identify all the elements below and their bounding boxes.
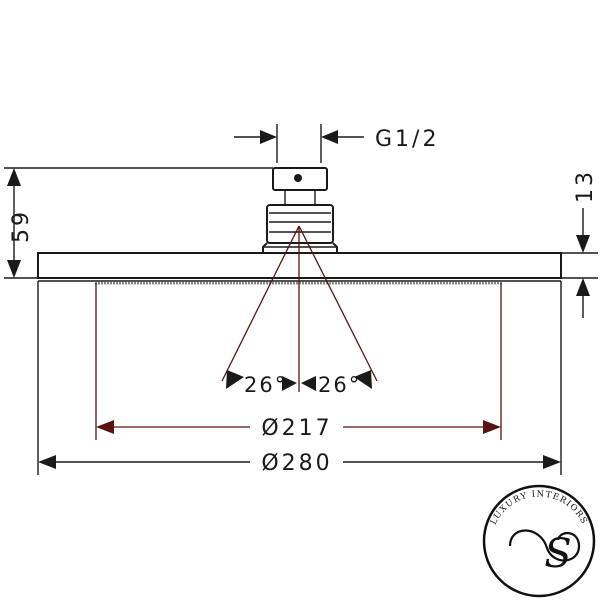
outer-diameter-label: Ø280 [261, 451, 332, 476]
outer-dia-arrow-left [38, 455, 56, 469]
height-plate-dimension: 13 [561, 169, 598, 318]
tilt-line-left [221, 225, 300, 382]
joint-flange [262, 242, 338, 253]
inner-dia-arrow-left [96, 420, 114, 434]
angle-arrow-left-inner [282, 376, 297, 391]
height-plate-label: 13 [573, 169, 598, 203]
thread-dimension: G1/2 [234, 124, 439, 163]
brand-logo: LUXURY INTERIORS S [482, 484, 596, 598]
plate-arrow-bottom [576, 278, 590, 296]
connector-nut [272, 167, 328, 191]
outer-dia-arrow-right [543, 455, 561, 469]
height-total-label: 59 [9, 209, 34, 243]
height-arrow-top [7, 168, 21, 186]
height-arrow-bottom [7, 260, 21, 278]
angle-left-label: 26° [244, 373, 287, 397]
tilt-line-right [298, 225, 378, 382]
angle-arrow-right-inner [301, 376, 316, 391]
inner-diameter-dimension: Ø217 [95, 283, 502, 441]
inner-dia-arrow-right [483, 420, 501, 434]
angle-right-label: 26° [318, 373, 361, 397]
logo-monogram: S [544, 531, 571, 577]
tilt-angle-dimension: 26° 26° [221, 225, 378, 397]
ball-joint [266, 204, 334, 244]
thread-arrow-left [260, 130, 277, 144]
angle-arrow-left-outer [226, 370, 244, 389]
logo-swirl [508, 529, 581, 562]
angle-arrow-right-outer [354, 370, 372, 389]
height-total-dimension: 59 [4, 167, 273, 279]
plate-arrow-top [576, 235, 590, 253]
thread-arrow-right [321, 130, 338, 144]
nut-hole [294, 174, 302, 182]
logo-ring [482, 484, 596, 598]
outer-diameter-dimension: Ø280 [37, 281, 562, 476]
thread-label: G1/2 [375, 127, 439, 152]
inner-diameter-label: Ø217 [261, 416, 332, 441]
